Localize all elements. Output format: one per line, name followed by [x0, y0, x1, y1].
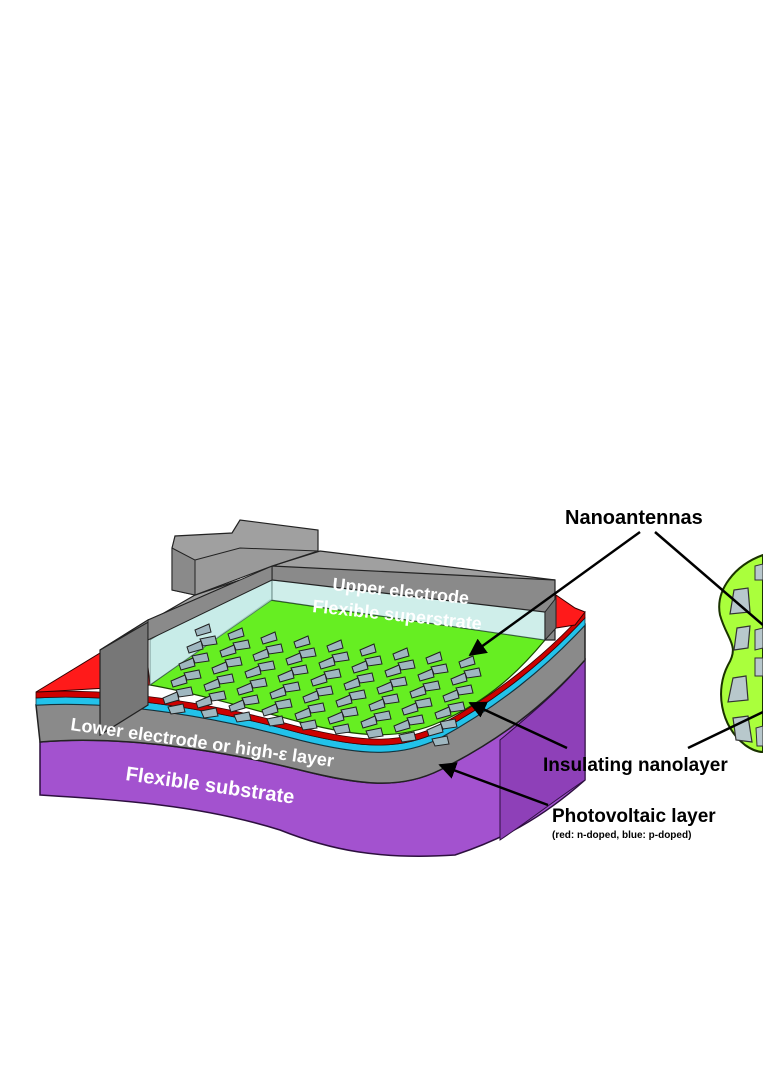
nanoantennas-arrow	[468, 530, 641, 657]
nanoantenna	[326, 639, 350, 663]
nanoantenna	[368, 698, 392, 722]
photovoltaic-note-label: (red: n-doped, blue: p-doped)	[552, 830, 691, 841]
nanoantennas-label: Nanoantennas	[565, 507, 703, 529]
nanoantenna-array	[162, 623, 482, 747]
nanoantenna	[203, 678, 227, 702]
nanoantenna	[294, 707, 318, 731]
nanoantenna	[409, 685, 433, 709]
callout-lines	[438, 530, 763, 807]
nanoantenna	[458, 655, 482, 679]
nanoantenna	[351, 660, 375, 684]
nanoantenna	[359, 643, 383, 667]
insulating-nanolayer-arrow	[468, 701, 568, 750]
nanoantenna	[327, 711, 351, 735]
nanoantenna	[178, 657, 202, 681]
nanoantenna	[219, 644, 243, 668]
upper-electrode-frame	[99, 519, 557, 737]
nanoantenna-inset	[718, 553, 763, 754]
nanoantenna	[170, 674, 194, 698]
nanoantenna	[261, 703, 285, 727]
nanoantenna	[244, 665, 268, 689]
nanoantenna	[393, 719, 417, 743]
nanoantenna	[425, 651, 449, 675]
nanoantenna	[450, 672, 474, 696]
nanoantenna	[417, 668, 441, 692]
nanoantenna	[186, 640, 210, 664]
nanoantenna	[195, 695, 219, 719]
nanoantenna	[211, 661, 235, 685]
photovoltaic-arrow	[438, 762, 549, 807]
insulating-nanolayer-inset-line	[687, 710, 763, 750]
nanoantenna	[162, 691, 186, 715]
nanoantennas-inset-line	[654, 531, 763, 626]
nanoantenna	[360, 715, 384, 739]
nanoantenna	[228, 699, 252, 723]
nanoantenna	[426, 723, 450, 747]
nanoantenna	[434, 706, 458, 730]
photovoltaic-layer-label: Photovoltaic layer	[552, 806, 716, 827]
nanoantenna	[269, 686, 293, 710]
nanoantenna	[442, 689, 466, 713]
nanoantenna	[260, 631, 284, 655]
nanoantenna	[343, 677, 367, 701]
nanoantenna	[252, 648, 276, 672]
insulating-nanolayer-label: Insulating nanolayer	[543, 755, 728, 776]
nanoantenna	[236, 682, 260, 706]
